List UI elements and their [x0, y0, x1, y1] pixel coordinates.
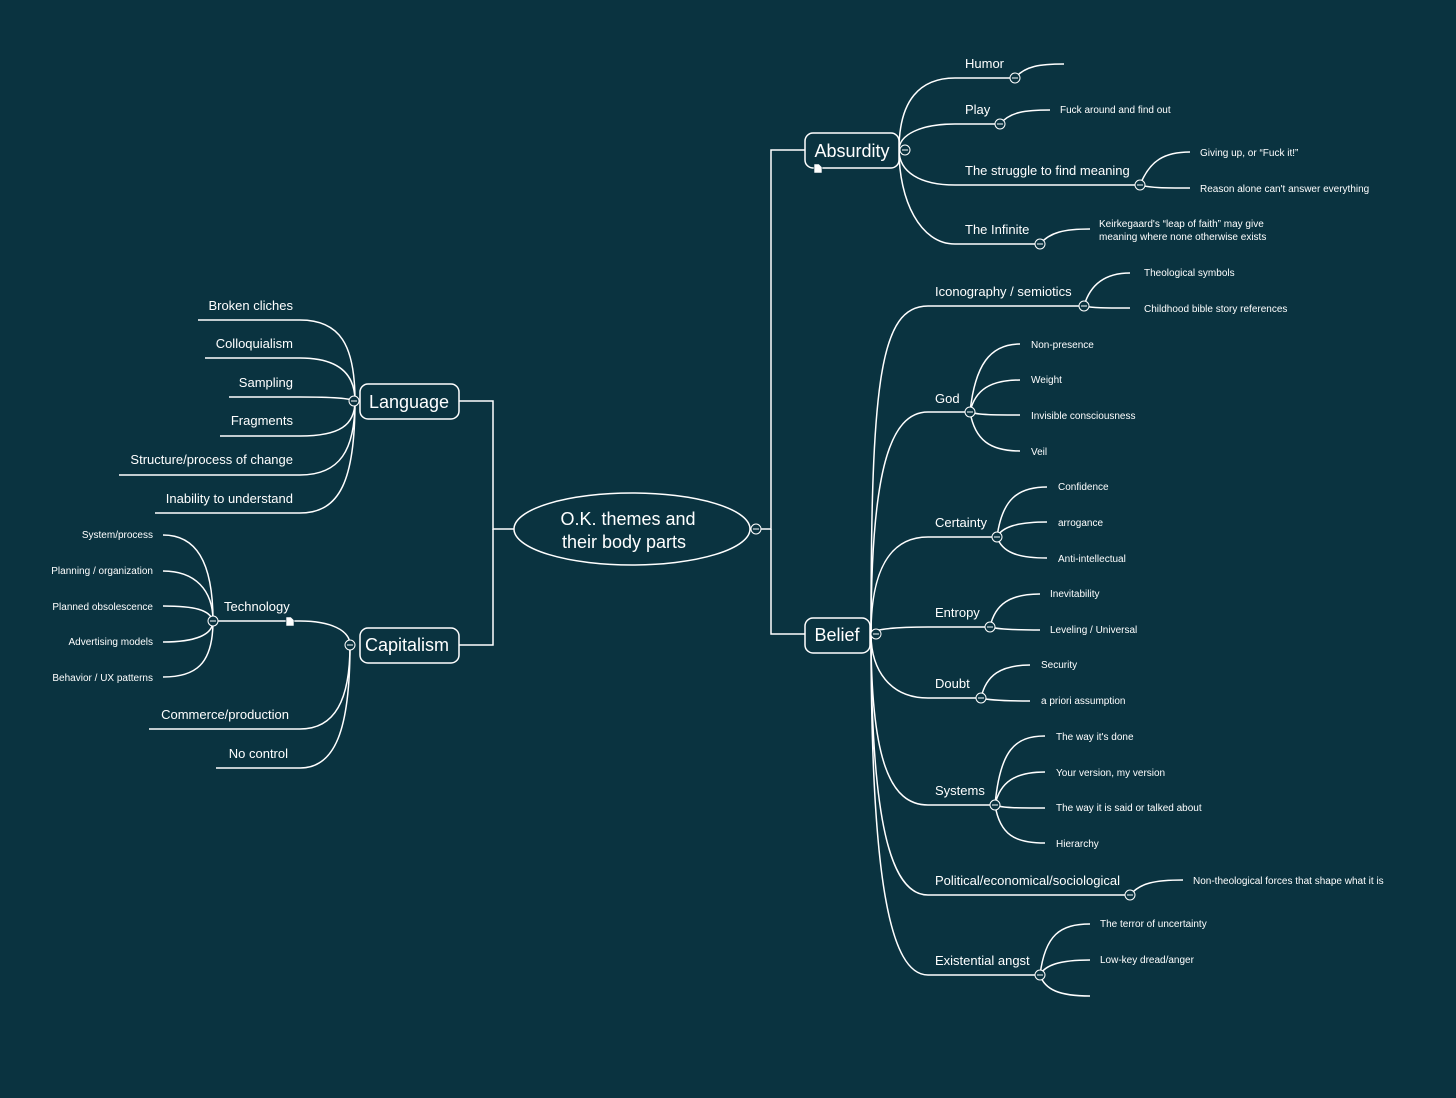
doubt-item-2: a priori assumption — [1041, 696, 1125, 707]
absurdity-struggle: The struggle to find meaning — [965, 163, 1130, 178]
systems-item-2: Your version, my version — [1056, 768, 1165, 779]
toggle-minus-marks — [210, 77, 1143, 976]
god-item-1: Non-presence — [1031, 340, 1094, 351]
angst-item-1: The terror of uncertainty — [1100, 919, 1207, 930]
struggle-item-1: Giving up, or “Fuck it!” — [1200, 148, 1298, 159]
central-title-line1: O.K. themes and — [560, 509, 695, 529]
absurdity-label: Absurdity — [814, 141, 889, 161]
certainty-item-3: Anti-intellectual — [1058, 554, 1126, 565]
language-item: Colloquialism — [216, 336, 293, 351]
iconography-item-2: Childhood bible story references — [1144, 304, 1287, 315]
entropy-item-2: Leveling / Universal — [1050, 625, 1137, 636]
technology-item: Planning / organization — [51, 566, 153, 577]
belief-certainty: Certainty — [935, 515, 988, 530]
certainty-item-1: Confidence — [1058, 482, 1109, 493]
technology-item: System/process — [82, 530, 153, 541]
note-icon[interactable] — [813, 163, 823, 174]
infinite-item-1a: Keirkegaard's “leap of faith” may give — [1099, 219, 1264, 230]
capitalism-commerce: Commerce/production — [161, 707, 289, 722]
belief-god: God — [935, 391, 960, 406]
absurdity-play: Play — [965, 102, 991, 117]
play-item-1: Fuck around and find out — [1060, 105, 1171, 116]
capitalism-nocontrol: No control — [229, 746, 288, 761]
central-title-line2: their body parts — [562, 532, 686, 552]
absurdity-infinite: The Infinite — [965, 222, 1029, 237]
language-item: Fragments — [231, 413, 294, 428]
note-icon[interactable] — [285, 616, 295, 627]
struggle-item-2: Reason alone can't answer everything — [1200, 184, 1369, 195]
belief-entropy: Entropy — [935, 605, 980, 620]
node-capitalism[interactable]: Capitalism — [359, 627, 460, 664]
entropy-item-1: Inevitability — [1050, 589, 1099, 600]
technology-item: Advertising models — [69, 637, 153, 648]
language-item: Sampling — [239, 375, 293, 390]
central-node[interactable]: O.K. themes and their body parts — [513, 492, 751, 566]
technology-item: Planned obsolescence — [52, 602, 153, 613]
systems-item-4: Hierarchy — [1056, 839, 1099, 850]
belief-angst: Existential angst — [935, 953, 1030, 968]
language-item: Inability to understand — [166, 491, 293, 506]
belief-label: Belief — [814, 625, 860, 645]
angst-item-2: Low-key dread/anger — [1100, 955, 1195, 966]
technology-item: Behavior / UX patterns — [52, 673, 153, 684]
systems-item-1: The way it's done — [1056, 732, 1134, 743]
belief-political: Political/economical/sociological — [935, 873, 1120, 888]
god-item-4: Veil — [1031, 447, 1047, 458]
political-item-1: Non-theological forces that shape what i… — [1193, 876, 1384, 887]
language-item: Broken cliches — [208, 298, 293, 313]
belief-systems: Systems — [935, 783, 985, 798]
belief-iconography: Iconography / semiotics — [935, 284, 1072, 299]
god-item-2: Weight — [1031, 375, 1062, 386]
infinite-item-1b: meaning where none otherwise exists — [1099, 232, 1266, 243]
iconography-item-1: Theological symbols — [1144, 268, 1235, 279]
systems-item-3: The way it is said or talked about — [1056, 803, 1202, 814]
node-belief[interactable]: Belief — [804, 617, 871, 654]
connectors — [119, 63, 1191, 997]
node-absurdity[interactable]: Absurdity — [804, 132, 900, 169]
language-label: Language — [369, 392, 449, 412]
belief-doubt: Doubt — [935, 676, 970, 691]
certainty-item-2: arrogance — [1058, 518, 1103, 529]
doubt-item-1: Security — [1041, 660, 1077, 671]
absurdity-humor: Humor — [965, 56, 1005, 71]
language-item: Structure/process of change — [130, 452, 293, 467]
capitalism-technology: Technology — [224, 599, 290, 614]
capitalism-label: Capitalism — [365, 635, 449, 655]
node-language[interactable]: Language — [359, 383, 460, 420]
god-item-3: Invisible consciousness — [1031, 411, 1136, 422]
